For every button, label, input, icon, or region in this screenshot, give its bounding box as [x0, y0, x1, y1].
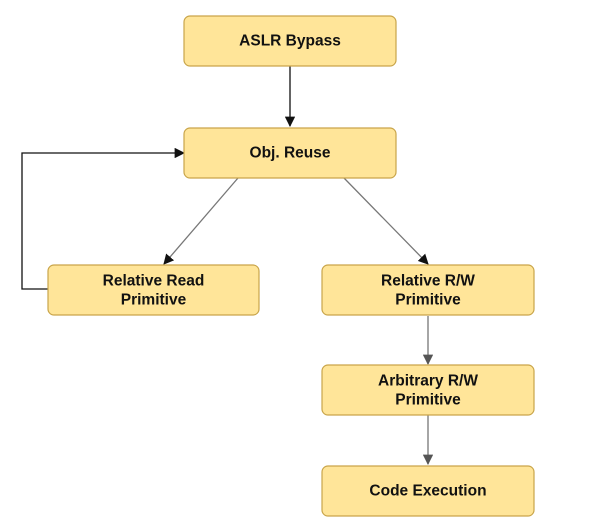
node-relative-rw-box — [321, 264, 535, 316]
node-arbitrary-rw-label-line2: Primitive — [395, 392, 461, 409]
node-obj-reuse-box — [183, 127, 397, 179]
node-relative-read-primitive: Relative Read Primitive — [47, 264, 260, 316]
node-relative-read-label-line1: Relative Read — [103, 273, 205, 290]
node-code-execution-box — [321, 465, 535, 517]
edge-objreuse-to-relative-read — [163, 177, 239, 265]
node-relative-read-label-line2: Primitive — [121, 292, 187, 309]
node-code-execution-label: Code Execution — [369, 483, 486, 500]
node-aslr-bypass: ASLR Bypass — [183, 15, 397, 67]
node-relative-rw-primitive: Relative R/W Primitive — [321, 264, 535, 316]
node-aslr-bypass-box — [183, 15, 397, 67]
node-aslr-bypass-label: ASLR Bypass — [239, 33, 341, 50]
edge-relative-read-loop-to-objreuse — [21, 147, 186, 290]
node-code-execution: Code Execution — [321, 465, 535, 517]
node-arbitrary-rw-label-line1: Arbitrary R/W — [378, 373, 478, 390]
node-relative-read-box — [47, 264, 260, 316]
node-relative-rw-label-line2: Primitive — [395, 292, 461, 309]
node-relative-rw-label-line1: Relative R/W — [381, 273, 475, 290]
edge-objreuse-to-relative-rw — [343, 177, 429, 265]
node-arbitrary-rw-box — [321, 364, 535, 416]
node-obj-reuse: Obj. Reuse — [183, 127, 397, 179]
node-obj-reuse-label: Obj. Reuse — [250, 145, 331, 162]
node-arbitrary-rw-primitive: Arbitrary R/W Primitive — [321, 364, 535, 416]
